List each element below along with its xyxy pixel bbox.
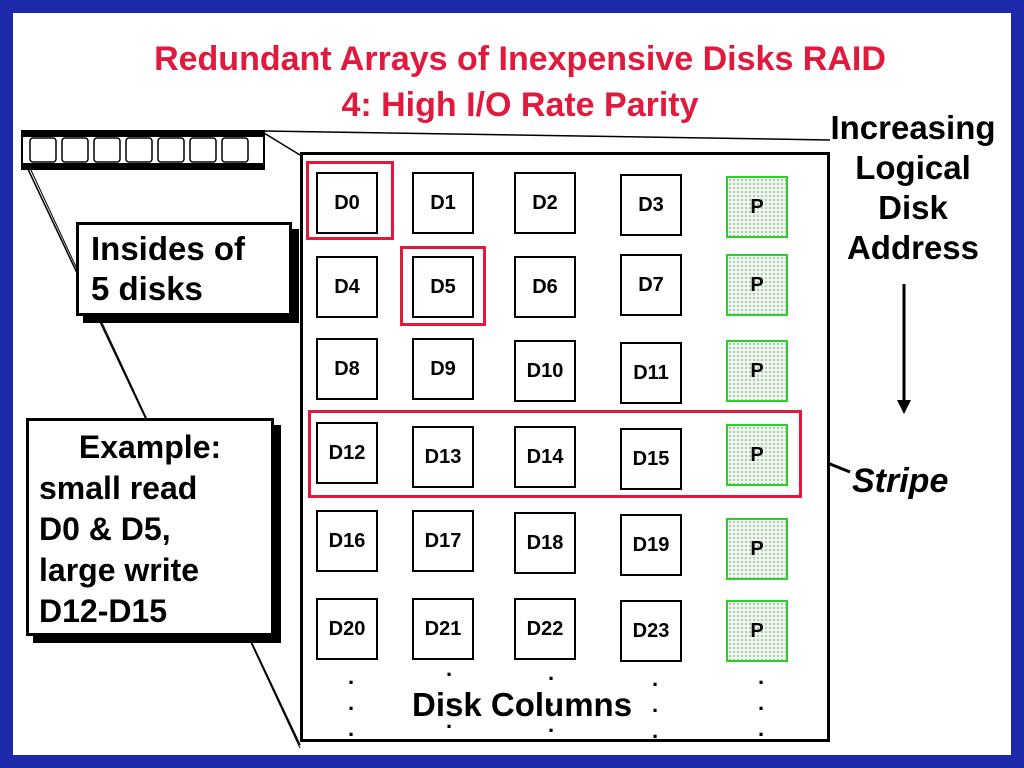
block-d0: D0 [316, 172, 378, 234]
block-d7: D7 [620, 254, 682, 316]
block-d8: D8 [316, 338, 378, 400]
stripe-label: Stripe [852, 462, 949, 500]
example-label-line-4: large write [39, 552, 200, 588]
block-d9: D9 [412, 338, 474, 400]
block-d20: D20 [316, 598, 378, 660]
example-label-line-1: Example: [78, 429, 222, 465]
block-d2: D2 [514, 172, 576, 234]
projection-line-top [263, 130, 831, 141]
block-d10: D10 [514, 340, 576, 402]
block-parity-3: P [726, 424, 788, 486]
column-4-ellipsis: ... [652, 666, 659, 743]
block-d4: D4 [316, 256, 378, 318]
projection-line-right [263, 132, 301, 156]
address-arrow-head [897, 400, 911, 414]
block-d16: D16 [316, 510, 378, 572]
insides-label-line-2: 5 disks [91, 270, 203, 307]
example-label-box: Example: small read D0 & D5, large write… [26, 418, 274, 636]
block-d11: D11 [620, 342, 682, 404]
block-parity-0: P [726, 176, 788, 238]
block-d5: D5 [412, 256, 474, 318]
example-label-line-5: D12-D15 [39, 593, 168, 629]
column-1-ellipsis: ... [348, 664, 355, 741]
block-d14: D14 [514, 426, 576, 488]
highlight-small-read-d5 [400, 246, 486, 326]
block-d6: D6 [514, 256, 576, 318]
column-3-ellipsis: ... [548, 660, 555, 737]
block-parity-2: P [726, 340, 788, 402]
block-d19: D19 [620, 514, 682, 576]
address-label: Increasing Logical Disk Address [808, 108, 1018, 268]
block-parity-1: P [726, 254, 788, 316]
slide-title: Redundant Arrays of Inexpensive Disks RA… [60, 36, 980, 128]
example-label-line-3: D0 & D5, [39, 511, 171, 547]
block-d13: D13 [412, 426, 474, 488]
block-d1: D1 [412, 172, 474, 234]
block-d15: D15 [620, 428, 682, 490]
block-d22: D22 [514, 598, 576, 660]
address-label-line-3: Disk [878, 189, 948, 226]
address-label-line-1: Increasing [830, 109, 996, 146]
drive-platters [29, 137, 249, 163]
disk-columns-label: Disk Columns [412, 686, 633, 723]
highlight-stripe-large-write [308, 410, 802, 498]
block-d23: D23 [620, 600, 682, 662]
block-parity-4: P [726, 518, 788, 580]
block-d3: D3 [620, 174, 682, 236]
block-d17: D17 [412, 510, 474, 572]
title-line-2: 4: High I/O Rate Parity [341, 86, 699, 124]
address-label-line-4: Address [846, 229, 980, 266]
highlight-small-read-d0 [306, 161, 394, 240]
address-label-line-2: Logical [855, 149, 971, 186]
block-parity-5: P [726, 600, 788, 662]
column-5-ellipsis: ... [758, 664, 765, 741]
insides-label-line-1: Insides of [91, 230, 246, 267]
column-2-ellipsis: ... [446, 656, 453, 733]
block-d18: D18 [514, 512, 576, 574]
title-line-1: Redundant Arrays of Inexpensive Disks RA… [154, 40, 886, 78]
block-d21: D21 [412, 598, 474, 660]
example-label-line-2: small read [39, 470, 198, 506]
block-d12: D12 [316, 422, 378, 484]
insides-label-box: Insides of 5 disks [76, 222, 292, 316]
